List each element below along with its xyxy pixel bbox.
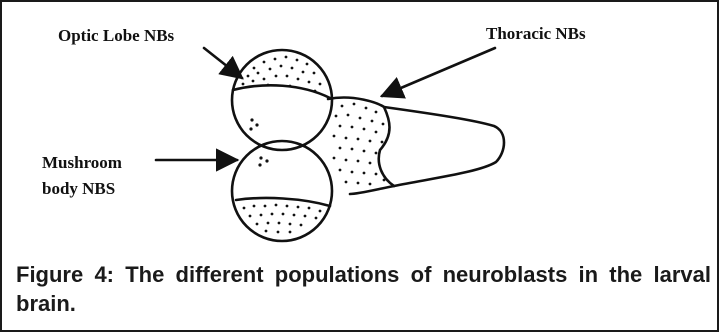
thoracic-arrow [382,48,495,96]
ventral-nerve-cord-outline [328,98,504,194]
mushroom-label-line2: body NBS [42,179,115,198]
lower-hemisphere-division [236,198,330,206]
larval-brain-diagram: Optic Lobe NBs Thoracic NBs Mushroom bod… [2,2,719,262]
thoracic-label: Thoracic NBs [486,24,586,43]
optic-lobe-label: Optic Lobe NBs [58,26,175,45]
upper-hemisphere-outline [232,50,332,150]
thoracic-region-boundary [379,107,394,186]
figure-caption: Figure 4: The different populations of n… [16,260,711,318]
thoracic-neuroblast-dots [333,103,386,186]
mushroom-label-line1: Mushroom [42,153,122,172]
lower-hemisphere-band-dots [243,204,322,234]
optic-lobe-arrow [204,48,242,78]
lower-hemisphere-outline [232,141,332,241]
